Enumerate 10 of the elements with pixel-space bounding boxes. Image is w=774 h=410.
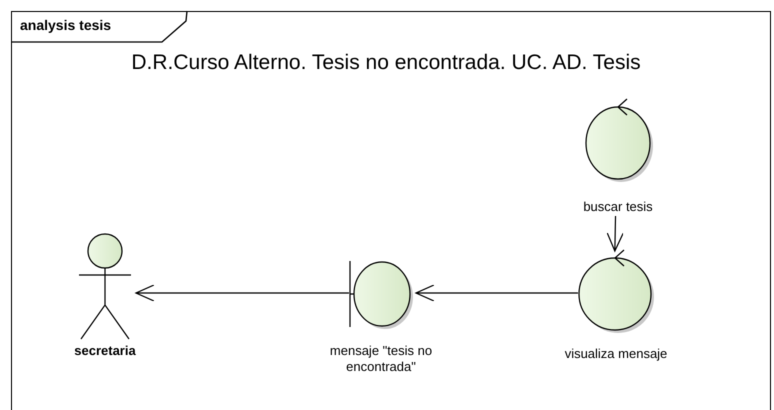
diagram-frame <box>11 11 771 410</box>
arrow <box>415 284 578 302</box>
element-name: mensaje "tesis no encontrada" <box>328 343 434 375</box>
element-name: visualiza mensaje <box>564 346 668 362</box>
element-name: buscar tesis <box>582 199 654 215</box>
diagram-title: D.R.Curso Alterno. Tesis no encontrada. UC. AD. Tesis <box>130 51 642 75</box>
arrow <box>606 216 624 252</box>
arrow <box>135 284 349 302</box>
diagram-name: analysis tesis <box>20 17 112 33</box>
actor-name: secretaria <box>73 343 137 359</box>
